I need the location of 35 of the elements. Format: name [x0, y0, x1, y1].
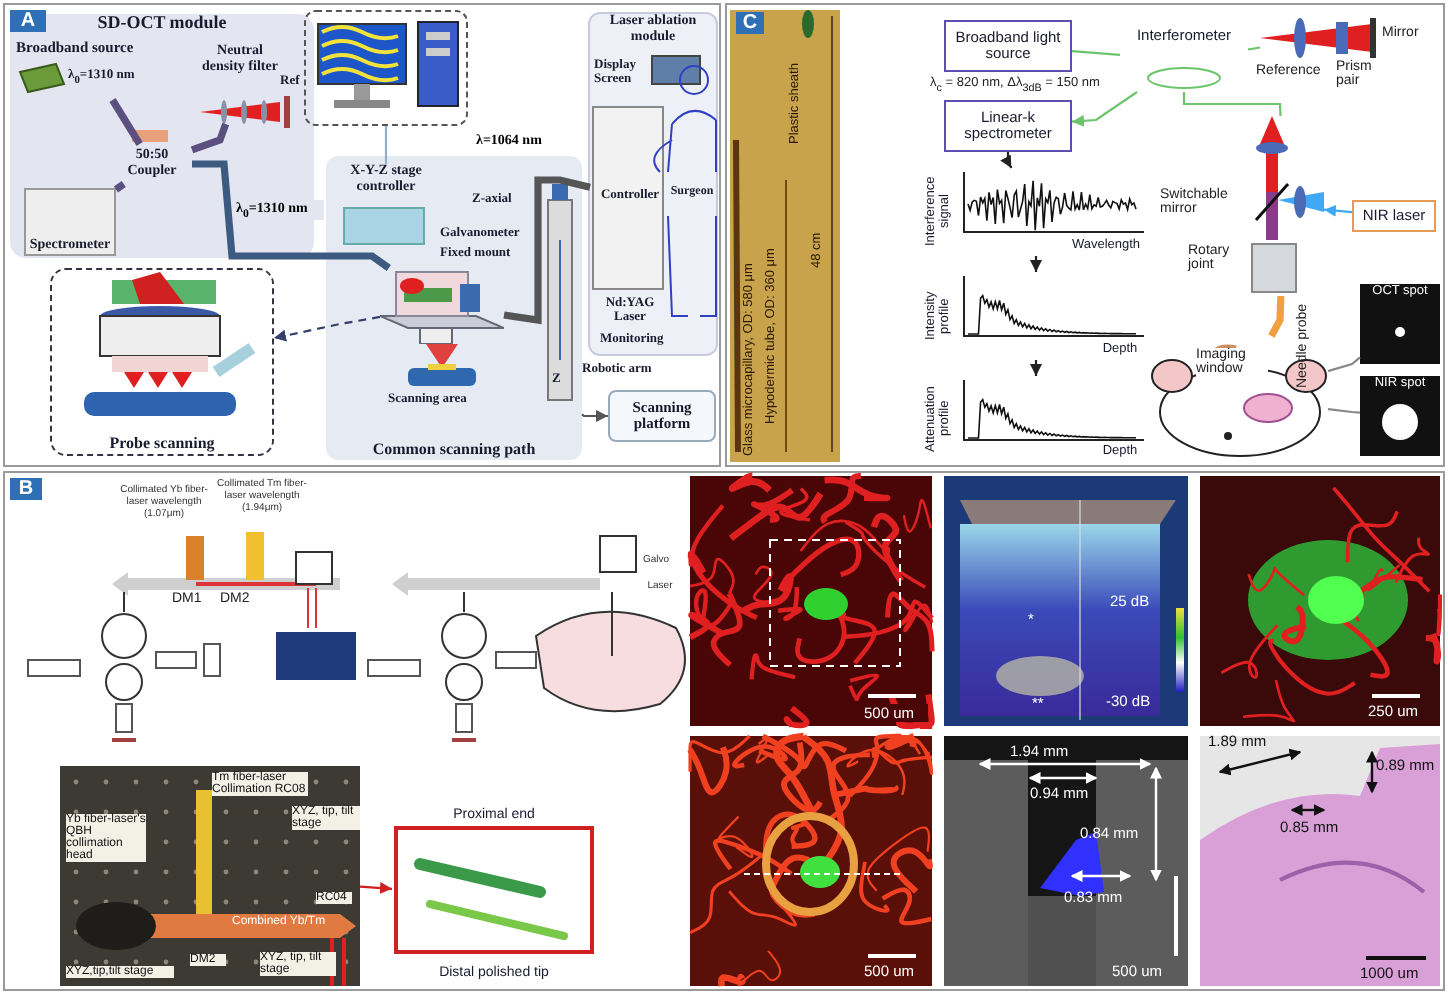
spectrometer-box	[24, 188, 116, 256]
computer-panel	[304, 10, 468, 126]
connector-line	[1327, 356, 1361, 373]
panel-title: Common scanning path	[372, 442, 536, 460]
connector-line	[1327, 407, 1361, 414]
panel-letter: A	[10, 10, 46, 32]
platform-box	[608, 390, 716, 442]
connector-line	[192, 160, 391, 271]
arrow	[1030, 256, 1042, 272]
arrow	[1030, 360, 1042, 376]
panel-letter: C	[736, 12, 764, 34]
module-panel	[10, 14, 314, 258]
connector-line	[109, 98, 143, 146]
module-title: SD-OCT module	[97, 14, 227, 34]
connector-line	[1268, 295, 1285, 338]
connector-line	[1071, 50, 1121, 56]
arrow	[581, 410, 608, 422]
arrow	[359, 882, 393, 894]
connector-line	[190, 122, 230, 154]
laser-box	[1352, 200, 1436, 232]
panel-title: Probe scanning	[109, 436, 215, 454]
connector-line	[384, 126, 388, 164]
connector-line	[1247, 46, 1261, 51]
arrow	[1323, 204, 1353, 217]
arrow	[1000, 152, 1013, 169]
spot-image	[1360, 284, 1440, 364]
spectrometer-box	[944, 100, 1072, 152]
module-panel	[588, 12, 718, 356]
source-box	[944, 20, 1072, 72]
panel-letter: B	[10, 478, 42, 500]
arrow	[273, 315, 381, 342]
connector-line	[503, 176, 591, 325]
arrow	[1071, 91, 1138, 127]
connector-line	[1182, 92, 1282, 117]
connector-line	[113, 181, 126, 193]
